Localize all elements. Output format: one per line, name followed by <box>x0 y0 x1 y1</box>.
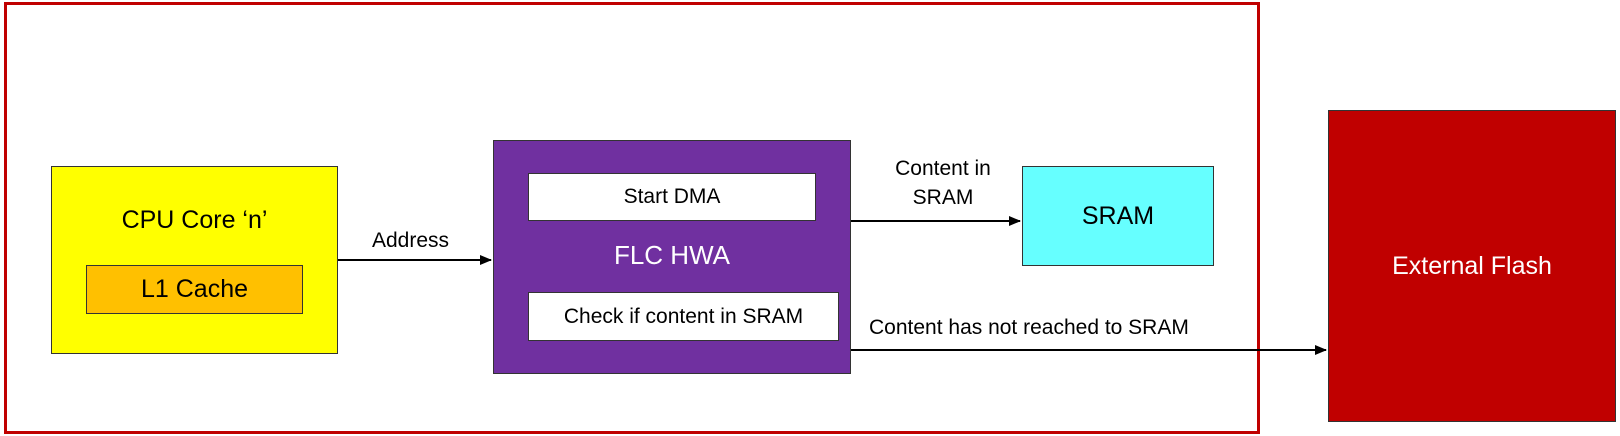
address-edge-label: Address <box>372 229 450 252</box>
soc-boundary <box>4 2 1260 434</box>
sram-block: SRAM <box>1022 166 1214 266</box>
content-not-reached-edge-label: Content has not reached to SRAM <box>869 316 1189 339</box>
cpu-core-label: CPU Core ‘n’ <box>121 206 268 234</box>
external-flash-block: External Flash <box>1328 110 1616 422</box>
l1-cache-block: L1 Cache <box>86 265 303 314</box>
cpu-core-block <box>51 166 338 354</box>
flc-hwa-label: FLC HWA <box>613 240 731 270</box>
start-dma-box: Start DMA <box>528 173 816 221</box>
content-in-sram-edge-label: Content in SRAM <box>895 157 991 209</box>
check-content-box: Check if content in SRAM <box>528 292 839 341</box>
